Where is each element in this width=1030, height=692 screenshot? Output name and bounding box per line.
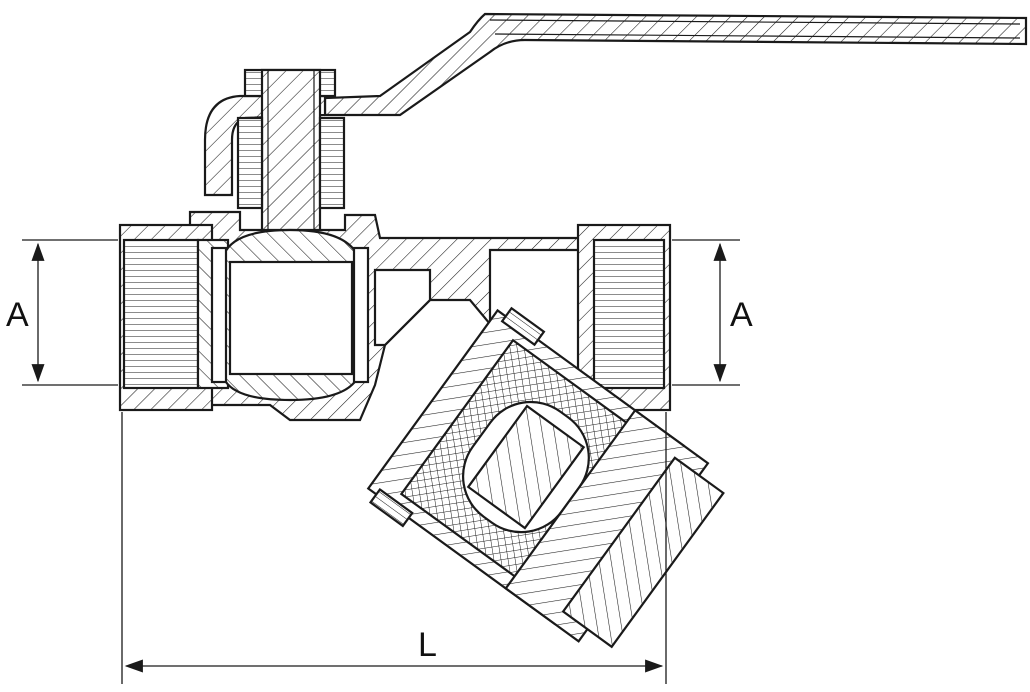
dimension-a-left: A: [6, 239, 118, 386]
valve-ball: [210, 228, 370, 402]
dimension-l-label: L: [418, 626, 437, 664]
strainer-leg: [366, 306, 725, 649]
dimension-l: L: [121, 412, 667, 684]
left-threaded-end: [118, 223, 230, 412]
dimension-a-right: A: [672, 239, 753, 386]
dimension-a-left-label: A: [6, 296, 29, 334]
dimension-a-right-label: A: [730, 296, 753, 334]
